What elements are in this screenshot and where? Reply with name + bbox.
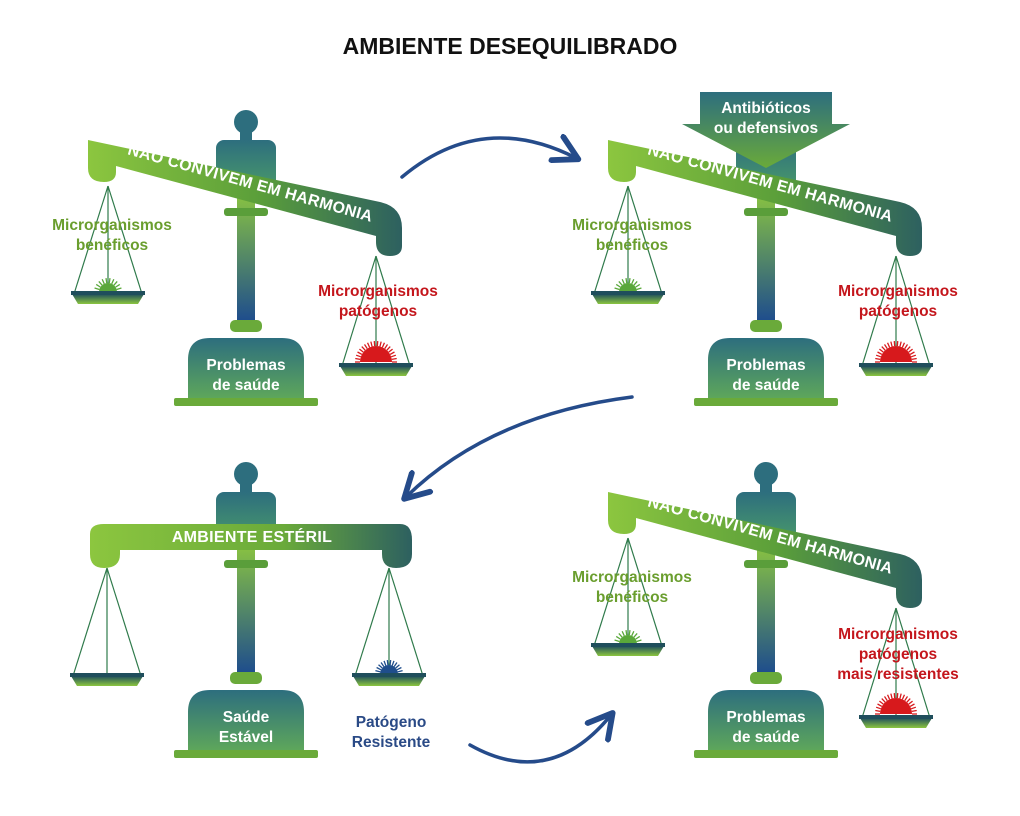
base-label: Problemas de saúde [726, 709, 805, 746]
beneficial-microbe [614, 630, 642, 645]
pathogen-label-line: Microrganismos [838, 283, 958, 300]
flow-arrow-1-to-2 [400, 138, 576, 179]
beneficial-label: Microrganismos benéficos [52, 217, 172, 254]
pathogen-label: Microrganismos patógenos mais resistentes [837, 626, 959, 683]
beneficial-label-line: Microrganismos [572, 569, 692, 586]
pathogen-label-line: patógenos [859, 646, 937, 663]
base-label-line: de saúde [732, 729, 800, 746]
scale-foot [694, 750, 838, 758]
pathogen-label-line: Microrganismos [838, 626, 958, 643]
scale-post [757, 190, 775, 320]
scale-foot [174, 750, 318, 758]
beneficial-label-line: Microrganismos [52, 217, 172, 234]
antibiotics-label: Antibióticos ou defensivos [714, 100, 818, 137]
base-label-line: Saúde [223, 709, 270, 726]
scale-knob [234, 110, 258, 134]
left-pan-strings [73, 185, 143, 295]
base-label-line: Problemas [206, 357, 285, 374]
beneficial-label: Microrganismos benéficos [572, 217, 692, 254]
pathogen-label-line: patógenos [339, 303, 417, 320]
scale-foot [694, 398, 838, 406]
scale-post [237, 542, 255, 672]
scale-base [708, 690, 824, 752]
flow-arrow-2-to-3 [406, 395, 634, 497]
scale-beam: AMBIENTE ESTÉRIL [90, 524, 412, 568]
pathogen-microbe [355, 341, 397, 363]
scale-foot [174, 398, 318, 406]
antibiotics-label-line: Antibióticos [721, 100, 811, 117]
beneficial-label-line: benéficos [596, 237, 668, 254]
beam-label: AMBIENTE ESTÉRIL [172, 527, 332, 546]
pathogen-microbe [875, 693, 917, 715]
left-pan-strings [593, 537, 663, 647]
right-pan [859, 363, 933, 376]
base-label-line: Problemas [726, 357, 805, 374]
pathogen-label: Microrganismos patógenos [838, 283, 958, 320]
scale-knob [754, 462, 778, 486]
left-pan-strings [593, 185, 663, 295]
scale-knob [234, 462, 258, 486]
base-label-line: Problemas [726, 709, 805, 726]
base-label: Problemas de saúde [726, 357, 805, 394]
scale-base [188, 338, 304, 400]
base-label-line: de saúde [212, 377, 280, 394]
resistant-pathogen-label-line: Patógeno [356, 714, 427, 731]
scale-post [237, 190, 255, 320]
left-pan-strings [72, 567, 142, 677]
scale-base [188, 690, 304, 752]
resistant-pathogen-label-line: Resistente [352, 734, 431, 751]
pathogen-label-line: patógenos [859, 303, 937, 320]
right-pan [352, 673, 426, 686]
right-pan [859, 715, 933, 728]
pathogen-label-line: Microrganismos [318, 283, 438, 300]
beneficial-label-line: benéficos [596, 589, 668, 606]
flow-arrow-3-to-4 [468, 715, 611, 764]
right-pan-strings [354, 567, 424, 677]
base-label: Problemas de saúde [206, 357, 285, 394]
left-pan [71, 291, 145, 304]
scale-base [708, 338, 824, 400]
beneficial-label: Microrganismos benéficos [572, 569, 692, 606]
right-pan [339, 363, 413, 376]
left-pan [591, 643, 665, 656]
diagram-title: AMBIENTE DESEQUILIBRADO [343, 33, 678, 59]
pathogen-microbe [875, 341, 917, 363]
beneficial-label-line: Microrganismos [572, 217, 692, 234]
pathogen-label: Microrganismos patógenos [318, 283, 438, 320]
pathogen-label-line: mais resistentes [837, 666, 959, 683]
left-pan [591, 291, 665, 304]
antibiotics-arrow: Antibióticos ou defensivos [682, 92, 850, 168]
base-label-line: Estável [219, 729, 273, 746]
scale-post [757, 542, 775, 672]
base-label-line: de saúde [732, 377, 800, 394]
beneficial-label-line: benéficos [76, 237, 148, 254]
antibiotics-label-line: ou defensivos [714, 120, 818, 137]
left-pan [70, 673, 144, 686]
